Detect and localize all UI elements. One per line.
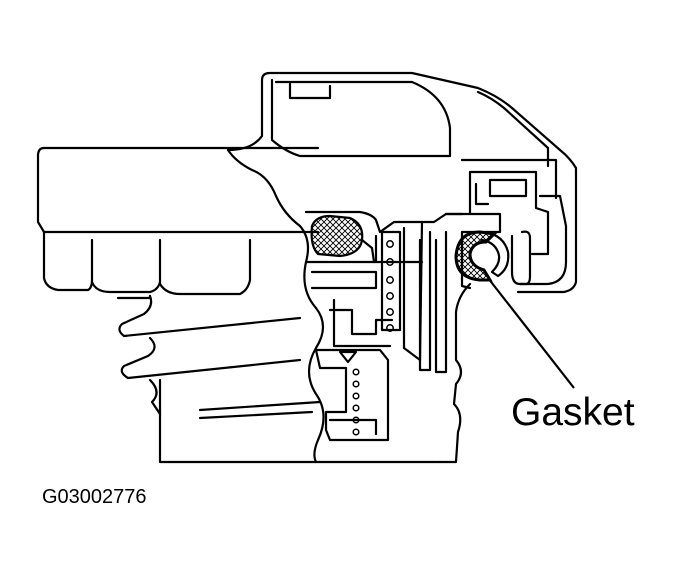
cap-top-hump: [226, 71, 578, 294]
spring-housing: [380, 220, 424, 362]
valve-body-left: [310, 270, 394, 348]
cap-outer-body: [36, 146, 320, 234]
cap-right-shoulder: [460, 90, 568, 286]
spring-clip: [510, 230, 532, 286]
figure-identifier: G03002776: [42, 486, 147, 508]
lower-valve-wedge: [338, 350, 358, 364]
pressure-spring: [386, 240, 394, 332]
top-seal-hatched: [310, 214, 364, 258]
cap-top-inner-edge: [270, 78, 452, 158]
filler-neck-outline: [158, 378, 442, 464]
gasket: [454, 230, 498, 282]
vacuum-spring: [352, 368, 360, 436]
clip-hook: [480, 230, 510, 278]
top-seal-lip: [360, 238, 376, 264]
gasket-leader-line: [487, 277, 575, 389]
filler-neck-top: [116, 294, 152, 300]
cap-lower-rim: [42, 230, 252, 296]
inner-thread-line: [198, 400, 322, 420]
filler-neck-thread-right: [438, 282, 472, 464]
gasket-callout-label: Gasket: [511, 391, 635, 434]
filler-neck-threads: [118, 294, 302, 416]
cutaway-break-line: [226, 148, 325, 464]
vacuum-valve-housing: [314, 348, 390, 442]
center-stem: [418, 230, 448, 374]
cap-top-detail: [288, 82, 332, 100]
